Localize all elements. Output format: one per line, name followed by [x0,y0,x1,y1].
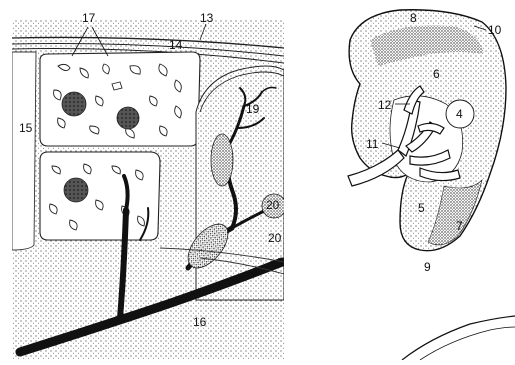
callout-5: 5 [418,202,425,214]
callout-20b: 20 [268,232,281,244]
callout-14: 14 [169,39,182,51]
callout-12: 12 [378,99,391,111]
callout-16: 16 [193,316,206,328]
callout-6: 6 [433,68,440,80]
lymphoid-follicle [62,92,86,116]
periarterial-sheath [211,134,233,186]
lymphoid-follicle [117,107,139,129]
trabecula [12,52,36,250]
spleen-section [12,20,286,360]
callout-4: 4 [456,108,463,120]
callout-13: 13 [200,12,213,24]
lymphoid-follicle [64,178,88,202]
callout-20a: 20 [266,199,279,211]
callout-8: 8 [410,12,417,24]
spleen-organ [348,10,506,251]
callout-15: 15 [19,122,32,134]
adjacent-organ-edge [402,316,515,360]
callout-9: 9 [424,261,431,273]
pulp-chamber-lower [40,152,160,240]
callout-7: 7 [456,220,463,232]
callout-11: 11 [366,138,378,150]
callout-17: 17 [82,12,95,24]
callout-19: 19 [246,103,259,115]
callout-10: 10 [488,24,501,36]
